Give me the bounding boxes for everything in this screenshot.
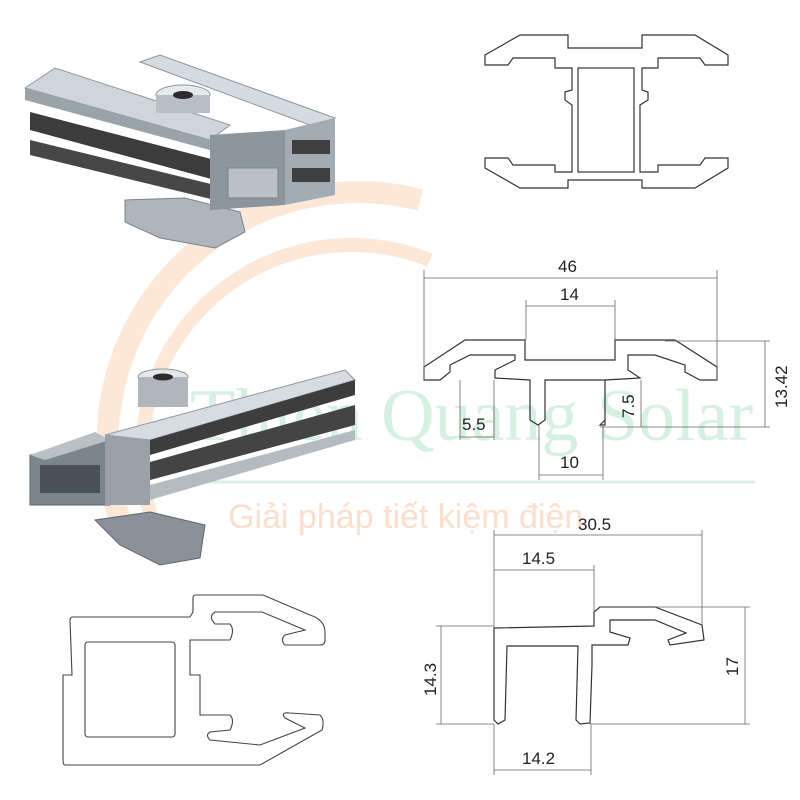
end-section-path bbox=[62, 594, 326, 766]
watermark-subtitle: Giải pháp tiết kiệm điện bbox=[228, 498, 583, 536]
rail-left-edge bbox=[25, 88, 210, 150]
t-nut-bottom bbox=[93, 511, 206, 566]
end-profile-outline bbox=[493, 606, 705, 725]
dim-leg-height: 7.5 bbox=[619, 394, 638, 418]
mid-section-path bbox=[484, 34, 729, 189]
rubber-pad-right-lower bbox=[292, 168, 330, 182]
dim-end-overall-width: 30.5 bbox=[578, 515, 611, 534]
end-rubber-lower bbox=[150, 405, 355, 480]
mid-dimension-lines bbox=[423, 270, 770, 480]
rubber-pad-right bbox=[292, 140, 330, 154]
dim-end-body-height: 14.3 bbox=[421, 663, 440, 696]
center-box bbox=[227, 167, 279, 199]
bolt-body-2 bbox=[138, 377, 188, 407]
hex-socket-icon-2 bbox=[153, 373, 173, 381]
dim-overall-height: 13.42 bbox=[772, 365, 791, 408]
end-dimension-lines bbox=[436, 530, 750, 775]
end-box-hollow bbox=[40, 465, 100, 493]
end-box-top bbox=[30, 432, 110, 460]
dim-top-channel-width: 14 bbox=[560, 285, 579, 304]
rubber-pad-left bbox=[30, 112, 215, 180]
dim-leg-gap: 10 bbox=[560, 453, 579, 472]
mid-section-inner-box bbox=[577, 67, 635, 173]
rail-right-face bbox=[285, 118, 335, 205]
hex-socket-icon bbox=[173, 91, 193, 99]
dim-end-base-width: 14.2 bbox=[522, 749, 555, 768]
rubber-pad-left-lower bbox=[30, 140, 215, 200]
bolt-body bbox=[156, 95, 210, 113]
dim-slot-width: 5.5 bbox=[462, 415, 486, 434]
dim-end-overall-height: 17 bbox=[723, 657, 742, 676]
end-section-inner-box bbox=[84, 641, 176, 738]
dim-overall-width: 46 bbox=[558, 257, 577, 276]
end-rail-bottom bbox=[150, 430, 355, 500]
mid-profile-outline bbox=[423, 339, 718, 426]
dim-end-upper-width: 14.5 bbox=[522, 549, 555, 568]
t-nut bbox=[124, 197, 246, 249]
end-rail-face bbox=[105, 435, 150, 505]
end-rubber-top bbox=[150, 380, 355, 455]
